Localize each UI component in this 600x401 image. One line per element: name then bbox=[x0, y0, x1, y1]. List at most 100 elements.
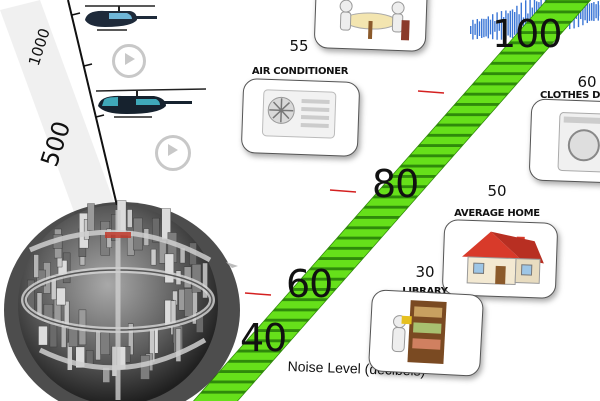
meter-step bbox=[284, 290, 335, 299]
wave-spike bbox=[496, 12, 498, 40]
wave-spike bbox=[588, 3, 591, 21]
building bbox=[202, 262, 208, 299]
meter-step bbox=[356, 208, 407, 217]
meter-step bbox=[411, 147, 461, 155]
wave-spike bbox=[591, 3, 593, 21]
wave-spike bbox=[586, 1, 588, 24]
meter-step bbox=[474, 75, 525, 83]
card-value: 50 bbox=[487, 182, 507, 200]
scale-tick-100: 100 bbox=[492, 12, 563, 56]
library-card[interactable] bbox=[367, 289, 485, 377]
wave-spike bbox=[520, 2, 522, 43]
meter-step bbox=[402, 157, 452, 165]
wave-spike bbox=[580, 7, 582, 20]
scale-tick-60: 60 bbox=[286, 262, 333, 306]
meter-step bbox=[375, 188, 425, 196]
building bbox=[191, 264, 202, 293]
meter-step bbox=[492, 54, 543, 62]
meter-step bbox=[365, 198, 416, 206]
meter-step bbox=[501, 44, 552, 52]
house-icon bbox=[462, 231, 544, 286]
building bbox=[152, 217, 160, 243]
wave-spike bbox=[593, 2, 595, 22]
wave-spike bbox=[498, 20, 500, 31]
wave-spike bbox=[500, 11, 503, 40]
play-button-icon[interactable] bbox=[112, 44, 146, 78]
meter-step bbox=[519, 23, 570, 32]
meter-step bbox=[429, 126, 479, 134]
building bbox=[33, 254, 39, 278]
scale-tick-40: 40 bbox=[240, 316, 287, 360]
wave-spike bbox=[597, 1, 599, 21]
meter-step bbox=[393, 167, 443, 175]
meter-step bbox=[230, 352, 280, 360]
meter-step bbox=[257, 321, 307, 330]
wave-spike bbox=[489, 19, 492, 35]
clothes-dryer-card[interactable] bbox=[528, 98, 600, 184]
meter-step bbox=[528, 13, 579, 21]
meter-step bbox=[221, 362, 271, 371]
building bbox=[127, 209, 133, 228]
wave-spike bbox=[487, 16, 489, 39]
meter-step bbox=[302, 270, 353, 278]
wave-spike bbox=[478, 21, 481, 37]
building bbox=[175, 328, 182, 362]
wave-spike bbox=[483, 18, 485, 38]
meter-step bbox=[447, 105, 497, 114]
meter-step bbox=[239, 342, 289, 350]
wave-spike bbox=[582, 1, 584, 26]
card-label: AIR CONDITIONER bbox=[251, 66, 349, 77]
wave-spike bbox=[511, 9, 514, 39]
tick-mark bbox=[417, 90, 445, 94]
meter-step bbox=[347, 218, 398, 227]
building bbox=[38, 325, 48, 346]
wave-spike bbox=[476, 19, 478, 39]
card-label: AVERAGE HOME bbox=[454, 208, 540, 219]
card-label: CLOTHES D bbox=[540, 90, 600, 101]
building bbox=[164, 253, 175, 284]
average-home-card[interactable] bbox=[441, 219, 559, 299]
wave-spike bbox=[514, 12, 516, 35]
clothes-dryer-icon bbox=[557, 112, 600, 173]
wave-spike bbox=[494, 20, 496, 32]
meter-step bbox=[483, 64, 534, 73]
meter-step bbox=[266, 311, 316, 319]
wave-spike bbox=[522, 17, 525, 27]
meter-step bbox=[275, 301, 325, 309]
scale-tick-80: 80 bbox=[372, 162, 419, 206]
meter-step bbox=[203, 383, 253, 391]
meter-step bbox=[320, 249, 371, 258]
wave-spike bbox=[505, 10, 507, 39]
meter-step bbox=[537, 3, 588, 11]
play-button-icon[interactable] bbox=[155, 135, 191, 171]
tick-mark bbox=[329, 189, 357, 193]
meter-step bbox=[248, 331, 298, 340]
building bbox=[127, 323, 134, 355]
wave-spike bbox=[481, 18, 483, 38]
meter-step bbox=[212, 373, 262, 381]
building bbox=[56, 287, 66, 306]
wave-spike bbox=[492, 14, 494, 40]
meter-step bbox=[311, 260, 362, 268]
meter-step bbox=[384, 177, 434, 186]
wave-spike bbox=[525, 0, 527, 44]
card-value: 60 bbox=[577, 73, 597, 91]
wave-spike bbox=[485, 18, 487, 37]
tick-mark bbox=[244, 292, 272, 296]
air-conditioner-card[interactable] bbox=[240, 77, 361, 158]
meter-step bbox=[329, 239, 380, 247]
meter-step bbox=[465, 85, 516, 93]
library-icon bbox=[391, 300, 447, 364]
wave-spike bbox=[503, 17, 505, 34]
wave-spike bbox=[509, 10, 511, 38]
meter-step bbox=[438, 116, 488, 124]
wave-spike bbox=[518, 14, 520, 32]
restaurant-card[interactable] bbox=[313, 0, 429, 52]
restaurant-icon bbox=[339, 0, 410, 41]
wave-spike bbox=[507, 13, 509, 36]
